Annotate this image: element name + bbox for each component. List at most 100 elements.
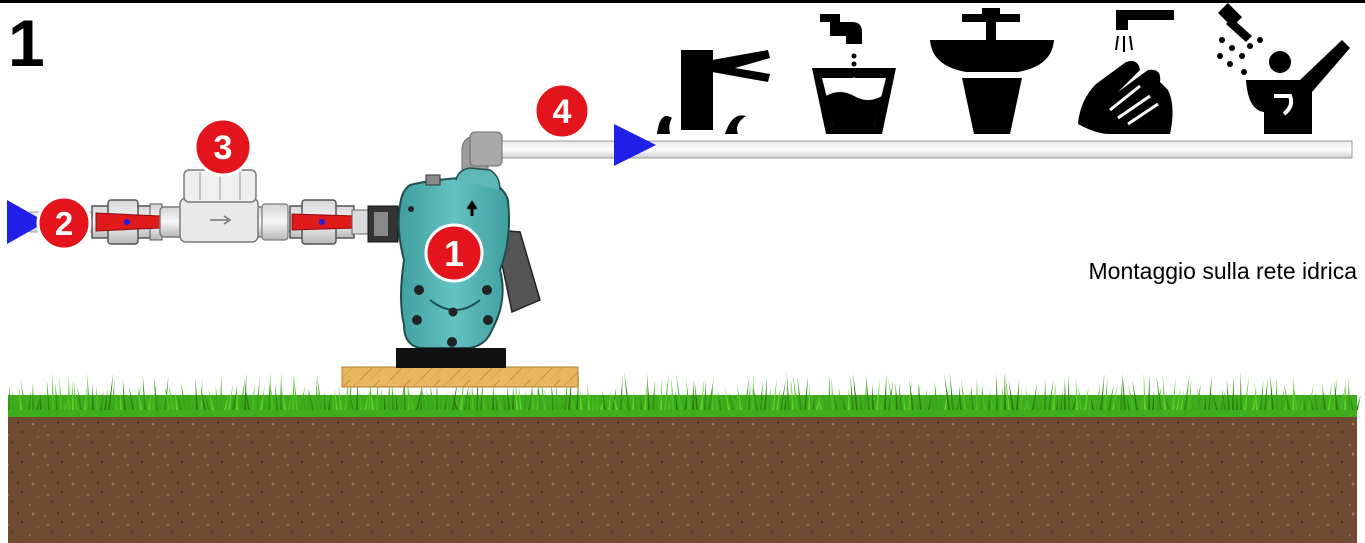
grass-blade (44, 391, 46, 410)
grass-blade (760, 380, 763, 410)
callout-1: 1 (424, 223, 484, 283)
diagram-caption: Montaggio sulla rete idrica (1088, 258, 1357, 284)
grass-blade (1244, 375, 1250, 410)
grass-blade (301, 393, 306, 410)
grass-blade (652, 380, 656, 410)
grass-blade (92, 384, 94, 410)
grass-blade (888, 377, 894, 410)
grass-blade (676, 373, 682, 410)
grass-blade (1037, 390, 1042, 410)
grass-blade (660, 377, 662, 410)
grass-blade (556, 384, 558, 410)
grass-blade (715, 392, 718, 410)
grass-blade (694, 382, 698, 410)
grass-blade (420, 381, 422, 410)
callout-1-label: 1 (444, 233, 464, 274)
grass-blade (52, 372, 54, 410)
grass-blade (328, 392, 332, 410)
grass-blade (317, 374, 322, 410)
grass-blade (1309, 393, 1314, 410)
grass-blade (72, 381, 74, 410)
grass-blade (115, 395, 118, 410)
outlet-pipe (461, 131, 1353, 186)
grass-blade (156, 394, 162, 410)
grass-blade (512, 384, 514, 410)
grass-strip (8, 372, 1361, 417)
grass-blade (786, 372, 790, 410)
grass-blade (1204, 395, 1206, 410)
grass-blade (621, 395, 626, 410)
grass-blade (1240, 372, 1242, 410)
grass-blade (1048, 380, 1054, 410)
grass-blade (736, 393, 738, 410)
grass-blade (188, 393, 190, 410)
grass-blade (644, 382, 648, 410)
grass-blade (560, 395, 564, 410)
inlet-flow-arrow (7, 200, 46, 244)
grass-blade (524, 389, 527, 410)
garden-tap-icon (657, 50, 770, 134)
grass-blade (1356, 394, 1361, 410)
grass-blade (571, 390, 574, 410)
grass-blade (1196, 382, 1201, 410)
grass-blade (797, 376, 802, 410)
grass-blade (288, 390, 292, 410)
grass-blade (924, 388, 928, 410)
washbasin-icon (930, 8, 1054, 134)
grass-blade (503, 393, 506, 410)
grass-blade (1196, 387, 1202, 410)
grass-blade (119, 390, 122, 410)
grass-blade (1222, 388, 1226, 410)
grass-blade (18, 386, 22, 410)
grass-blade (1344, 379, 1346, 410)
grass-blade (932, 386, 937, 410)
grass-blade (292, 374, 294, 410)
grass-blade (12, 390, 14, 410)
grass-blade (1308, 383, 1314, 410)
grass-blade (1264, 377, 1268, 410)
grass-blade (1320, 391, 1325, 410)
top-border (0, 0, 1365, 3)
grass-blade (153, 376, 158, 410)
callout-2: 2 (36, 195, 92, 251)
soil-ground (0, 408, 1357, 543)
grass-blade (1104, 376, 1108, 410)
grass-blade (32, 382, 34, 410)
grass-blade (934, 381, 938, 410)
grass-blade (686, 377, 690, 410)
grass-blade (408, 390, 414, 410)
grass-blade (909, 379, 914, 410)
grass-blade (1096, 384, 1101, 410)
grass-blade (708, 377, 714, 410)
grass-blade (970, 384, 974, 410)
grass-blade (388, 378, 390, 410)
grass-blade (752, 374, 754, 410)
grass-blade (692, 379, 694, 410)
grass-blade (1128, 383, 1134, 410)
grass-blade (36, 394, 42, 410)
grass-blade (224, 393, 229, 410)
grass-blade (1120, 377, 1123, 410)
grass-blade (725, 387, 730, 410)
grass-blade (59, 377, 62, 410)
grass-blade (1332, 376, 1338, 410)
grass-blade (1209, 384, 1214, 410)
grass-blade (252, 382, 255, 410)
grass-blade (916, 383, 920, 410)
grass-blade (1349, 394, 1354, 410)
grass-blade (1068, 374, 1070, 410)
grass-blade (1212, 393, 1218, 410)
grass-blade (833, 393, 838, 410)
water-inlet-valve (91, 199, 163, 245)
grass-blade (632, 390, 634, 410)
grass-blade (1232, 376, 1234, 410)
grass-blade (790, 377, 794, 410)
grass-blade (848, 387, 850, 410)
grass-blade (395, 392, 398, 410)
grass-blade (902, 392, 906, 410)
grass-blade (976, 377, 978, 410)
grass-blade (1172, 377, 1176, 410)
grass-blade (1226, 379, 1230, 410)
grass-blade (1162, 373, 1166, 410)
water-meter (159, 169, 289, 243)
